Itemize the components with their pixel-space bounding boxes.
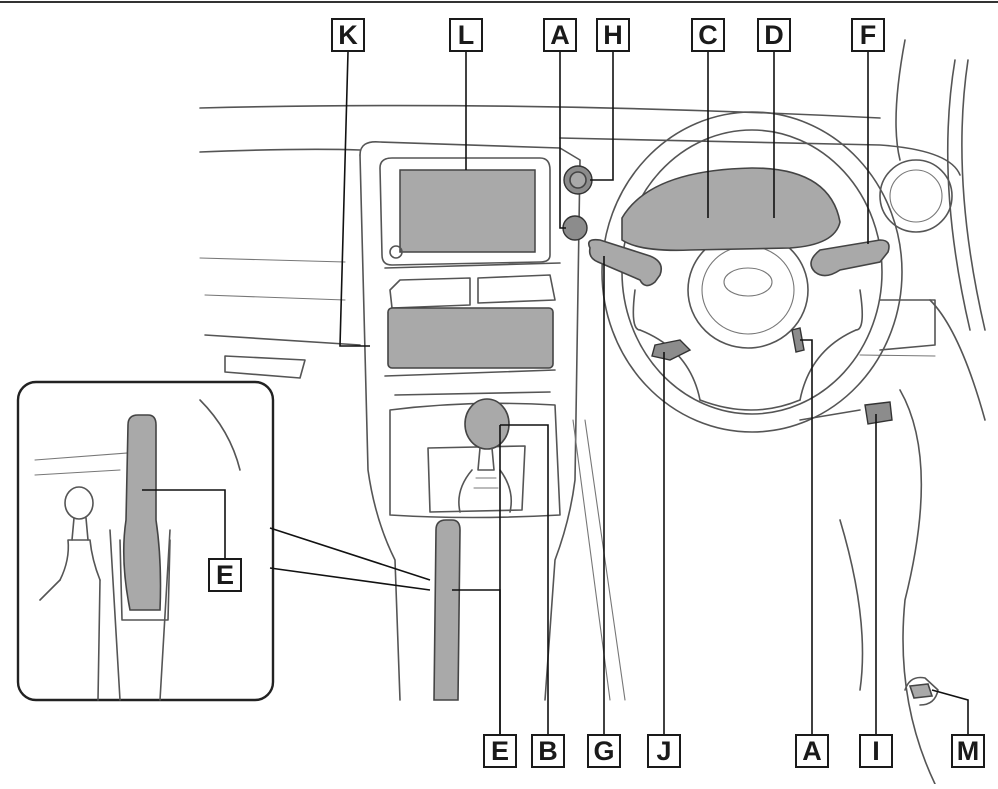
inset-pointer (269, 527, 431, 591)
fuel-door-opener-handle (908, 683, 934, 699)
climate-control-panel (387, 307, 554, 369)
callout-g: G (587, 734, 621, 768)
fuel-door-opener (904, 676, 939, 706)
hood-release (864, 401, 893, 425)
leader-lines (142, 51, 969, 751)
callout-a-bottom: A (795, 734, 829, 768)
gear-shift (458, 398, 513, 513)
callout-h: H (596, 18, 630, 52)
instrument-cluster (621, 167, 841, 252)
left-switch-a (562, 215, 588, 241)
right-switch-a (791, 327, 805, 353)
ignition-switch-center (569, 171, 587, 189)
callout-b: B (531, 734, 565, 768)
wiper-lever (810, 239, 890, 277)
callout-a-top: A (543, 18, 577, 52)
parking-brake-inset (16, 380, 275, 702)
steering-switch-j (651, 339, 692, 361)
dashboard-outline (199, 39, 986, 785)
parking-brake-lever (433, 519, 461, 701)
callout-m: M (951, 734, 985, 768)
steering-wheel (601, 111, 903, 433)
callout-k: K (331, 18, 365, 52)
callout-l: L (449, 18, 483, 52)
center-console (359, 140, 626, 701)
callout-e-inset: E (208, 558, 242, 592)
callout-f: F (851, 18, 885, 52)
callout-j: J (647, 734, 681, 768)
callout-e-bottom: E (483, 734, 517, 768)
callout-d: D (757, 18, 791, 52)
display-screen (379, 157, 551, 266)
right-air-vent (879, 159, 953, 233)
turn-signal-lever (587, 238, 663, 287)
callout-i: I (859, 734, 893, 768)
callout-c: C (691, 18, 725, 52)
